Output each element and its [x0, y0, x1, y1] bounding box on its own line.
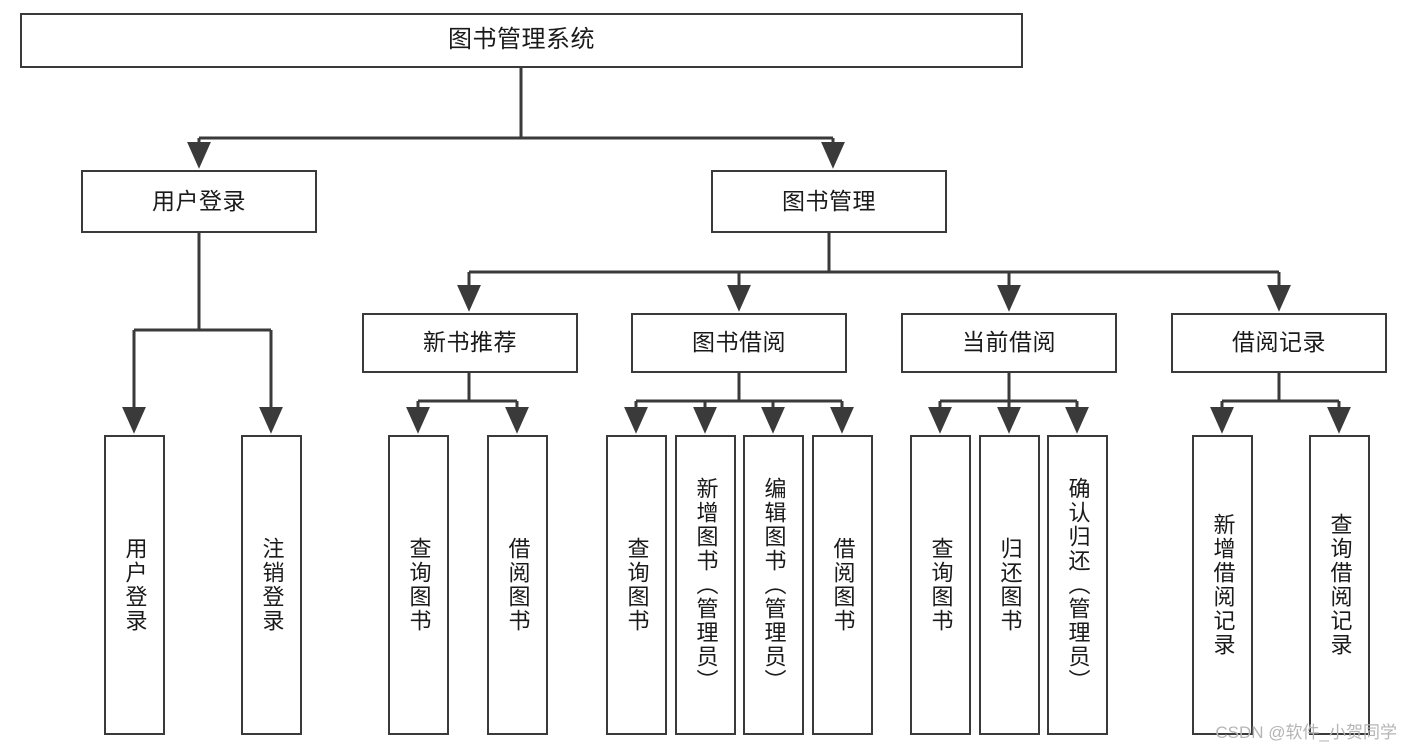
node-current-borrow[interactable]: 当前借阅 [901, 313, 1117, 373]
node-new-book-recommend[interactable]: 新书推荐 [362, 313, 578, 373]
node-leaf-return-book[interactable]: 归还图书 [979, 435, 1040, 735]
node-leaf-add-record[interactable]: 新增借阅记录 [1192, 435, 1253, 735]
node-user-login[interactable]: 用户登录 [81, 170, 317, 233]
node-label: 查询借阅记录 [1327, 513, 1353, 657]
node-root-system[interactable]: 图书管理系统 [20, 13, 1023, 68]
node-label: 新书推荐 [423, 329, 517, 356]
node-label: 图书管理系统 [448, 26, 595, 54]
node-label: 确认归还（管理员） [1065, 477, 1091, 693]
node-label: 图书管理 [782, 187, 876, 214]
node-label: 查询图书 [406, 537, 432, 633]
node-leaf-query-book-1[interactable]: 查询图书 [388, 435, 449, 735]
node-label: 借阅图书 [505, 537, 531, 633]
csdn-watermark: CSDN @软件_小贺同学 [1215, 723, 1397, 742]
node-leaf-borrow-book-1[interactable]: 借阅图书 [487, 435, 548, 735]
node-borrow-record[interactable]: 借阅记录 [1171, 313, 1387, 373]
node-leaf-borrow-book-2[interactable]: 借阅图书 [812, 435, 873, 735]
node-label: 用户登录 [122, 537, 148, 633]
node-book-borrow[interactable]: 图书借阅 [631, 313, 847, 373]
node-label: 查询图书 [624, 537, 650, 633]
node-label: 当前借阅 [962, 329, 1056, 356]
node-leaf-user-login[interactable]: 用户登录 [104, 435, 165, 735]
node-leaf-query-book-3[interactable]: 查询图书 [910, 435, 971, 735]
node-label: 新增图书（管理员） [693, 477, 719, 693]
node-label: 用户登录 [152, 187, 246, 214]
node-leaf-logout-login[interactable]: 注销登录 [241, 435, 302, 735]
node-leaf-edit-book[interactable]: 编辑图书（管理员） [743, 435, 804, 735]
node-label: 借阅图书 [830, 537, 856, 633]
node-label: 借阅记录 [1232, 329, 1326, 356]
node-label: 归还图书 [997, 537, 1023, 633]
node-leaf-query-record[interactable]: 查询借阅记录 [1309, 435, 1370, 735]
node-label: 图书借阅 [692, 329, 786, 356]
node-book-management[interactable]: 图书管理 [711, 170, 947, 233]
node-label: 注销登录 [259, 537, 285, 633]
node-leaf-add-book[interactable]: 新增图书（管理员） [675, 435, 736, 735]
node-leaf-query-book-2[interactable]: 查询图书 [606, 435, 667, 735]
node-label: 新增借阅记录 [1210, 513, 1236, 657]
node-leaf-confirm-return[interactable]: 确认归还（管理员） [1047, 435, 1108, 735]
node-label: 查询图书 [928, 537, 954, 633]
node-label: 编辑图书（管理员） [761, 477, 787, 693]
